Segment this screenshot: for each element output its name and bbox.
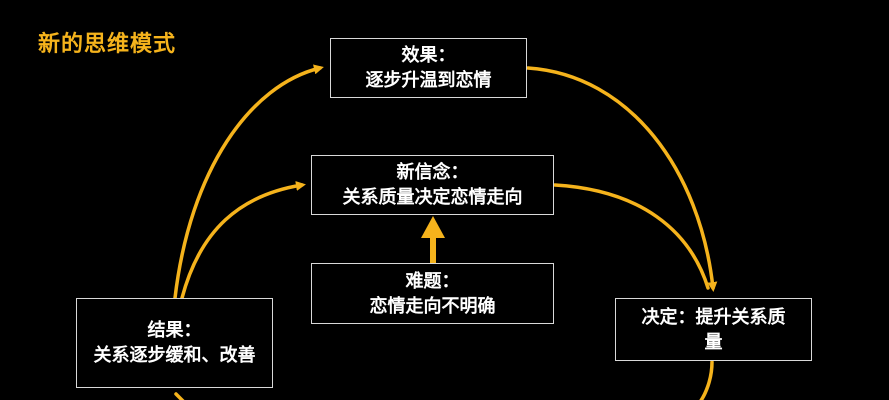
arrow-effect-to-decision bbox=[526, 66, 718, 292]
page-title: 新的思维模式 bbox=[38, 32, 177, 57]
decision-box: 决定：提升关系质 量 bbox=[615, 298, 812, 361]
arrow-belief-to-decision bbox=[553, 183, 710, 290]
effect-heading: 效果： bbox=[401, 45, 456, 66]
belief-heading: 新信念： bbox=[396, 162, 469, 183]
arrow-decision-down bbox=[699, 360, 714, 400]
arrow-result-to-belief bbox=[180, 181, 306, 300]
result-body: 关系逐步缓和、改善 bbox=[93, 345, 256, 366]
effect-box: 效果： 逐步升温到恋情 bbox=[330, 38, 527, 98]
belief-box: 新信念： 关系质量决定恋情走向 bbox=[311, 155, 554, 215]
decision-body: 量 bbox=[704, 331, 723, 353]
problem-body: 恋情走向不明确 bbox=[369, 295, 496, 317]
belief-body: 关系质量决定恋情走向 bbox=[342, 187, 523, 208]
effect-body: 逐步升温到恋情 bbox=[365, 70, 492, 91]
arrow-result-to-effect bbox=[173, 64, 324, 300]
arrow-bottom-to-result bbox=[174, 392, 185, 400]
problem-box: 难题： 恋情走向不明确 bbox=[311, 263, 554, 324]
result-box: 结果： 关系逐步缓和、改善 bbox=[76, 298, 273, 388]
problem-heading: 难题： bbox=[405, 270, 460, 292]
arrow-problem-to-belief-head bbox=[421, 216, 445, 238]
result-heading: 结果： bbox=[147, 320, 202, 341]
decision-heading: 决定：提升关系质 bbox=[641, 306, 786, 328]
